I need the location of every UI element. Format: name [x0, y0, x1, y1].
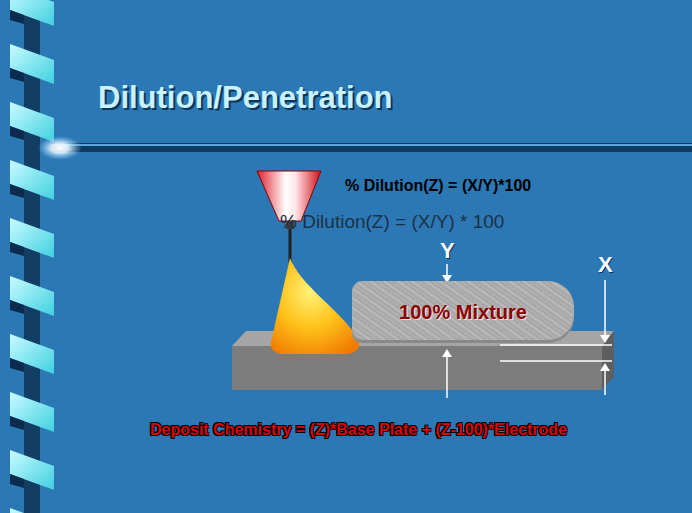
penetration-line — [500, 360, 612, 362]
deposit-formula: Deposit Chemistry = (Z)*Base Plate + (Z-… — [150, 421, 567, 439]
formula: % Dilution(Z) = (X/Y)*100 — [345, 177, 531, 195]
ribbon-shadow — [10, 474, 24, 488]
ribbon-shadow — [10, 242, 24, 256]
ribbon-twist — [10, 450, 54, 490]
dimension-y: Y — [440, 238, 455, 264]
bead-label: 100% Mixture — [399, 301, 527, 324]
ribbon-twist — [10, 44, 54, 84]
ribbon-twist — [10, 102, 54, 142]
title-rule-highlight — [52, 144, 692, 146]
ribbon-shadow — [10, 358, 24, 372]
dimension-x: X — [598, 252, 613, 278]
ribbon-twist — [10, 392, 54, 432]
ribbon-twist — [10, 160, 54, 200]
ribbon-twist — [10, 508, 54, 513]
x-dimension-line — [604, 280, 606, 336]
ribbon-twist — [10, 218, 54, 258]
x-arrowhead — [600, 335, 610, 343]
ribbon-shadow — [10, 184, 24, 198]
fusion-line — [500, 344, 612, 346]
ribbon-shadow — [10, 126, 24, 140]
title-rule — [52, 143, 692, 152]
ribbon-shadow — [10, 10, 24, 24]
ribbon-twist — [10, 334, 54, 374]
ribbon-shadow — [10, 300, 24, 314]
ribbon-shadow — [10, 68, 24, 82]
x-lower-arrowhead — [600, 363, 610, 371]
ribbon-shadow — [10, 416, 24, 430]
ribbon — [10, 0, 54, 513]
penetration-arrowhead — [442, 349, 452, 357]
y-leader — [446, 264, 448, 276]
weld-bead: 100% Mixture — [352, 281, 574, 343]
x-lower-leader — [604, 370, 606, 395]
ribbon-twist — [10, 0, 54, 26]
arc-flame — [271, 258, 359, 354]
rule-glow — [38, 136, 82, 160]
ribbon-twist — [10, 276, 54, 316]
slide-title: Dilution/Penetration — [98, 80, 393, 116]
penetration-leader — [446, 356, 448, 398]
electrode-wire — [289, 229, 292, 262]
formula-plain: % Dilution(Z) = (X/Y) * 100 — [280, 211, 504, 233]
